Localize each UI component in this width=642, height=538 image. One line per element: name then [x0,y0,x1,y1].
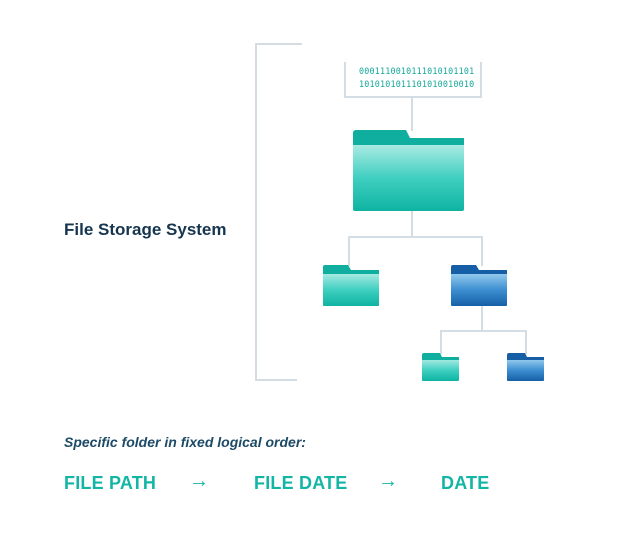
arrow-right-icon: → [378,470,398,492]
blue-small-folder-icon [507,353,544,381]
tree-connectors [348,97,527,354]
diagram-title: File Storage System [64,220,227,239]
teal-subfolder-icon [323,265,379,306]
binary-data-box: 0001110010111010101101 10101010111010100… [344,62,482,98]
step-date: DATE [441,473,490,493]
binary-line-1: 0001110010111010101101 [359,66,474,76]
teal-small-folder-icon [422,353,459,381]
step-file-date: FILE DATE [254,473,348,493]
step-file-path: FILE PATH [64,473,157,493]
blue-subfolder-icon [451,265,507,306]
bracket [255,43,302,381]
order-heading: Specific folder in fixed logical order: [64,434,306,450]
root-folder-icon [353,130,464,211]
arrow-right-icon: → [189,470,209,492]
binary-line-2: 1010101011101010010010 [359,79,474,89]
